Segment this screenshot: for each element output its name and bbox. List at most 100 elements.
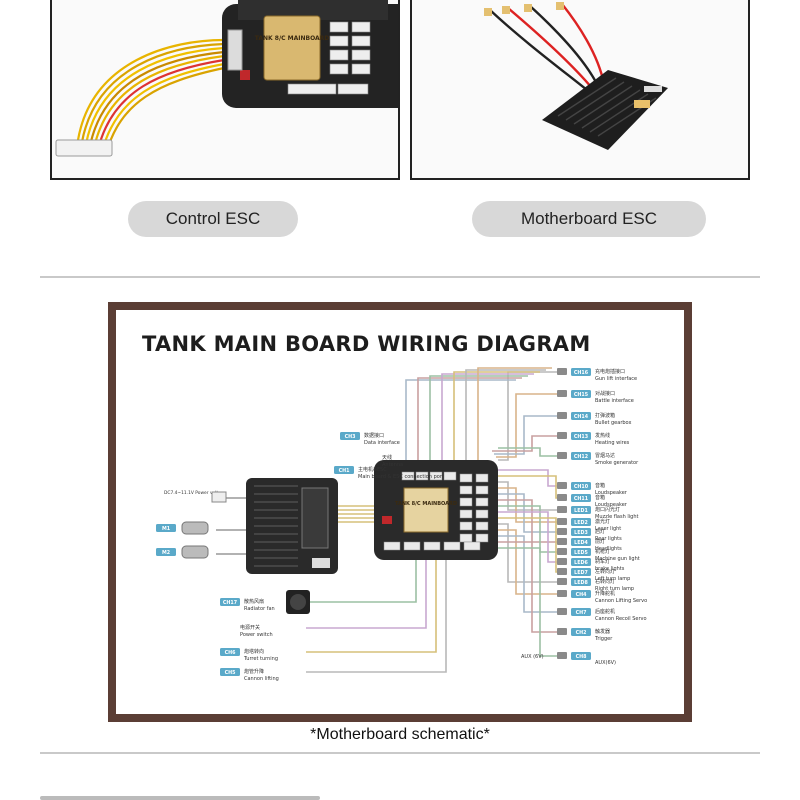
left-label-5-cn: 炮塔转向 xyxy=(244,648,264,655)
right-label-13-cn: 左转向灯 xyxy=(595,568,615,575)
section-divider-bottom xyxy=(40,752,760,754)
right-label-10-code: LED4 xyxy=(574,540,588,546)
right-label-0-en: Gun lift interface xyxy=(595,376,637,382)
right-label-3-en: Heating wires xyxy=(595,440,630,446)
right-label-3-code: CH13 xyxy=(574,434,588,440)
right-label-14-en: Right turn lamp xyxy=(595,586,634,592)
aux-prefix: AUX (6V) xyxy=(521,654,544,660)
right-label-0-cn: 充电炮插接口 xyxy=(595,368,625,375)
right-label-13-en: Left turn lamp xyxy=(595,576,630,582)
top-label-1-en: Antenna xyxy=(382,462,403,468)
radiator-fan xyxy=(286,590,310,614)
right-label-5-en: Loudspeaker xyxy=(595,490,628,496)
wiring-diagram-drawing: TANK 8/C MAINBOARD DC7.4~11.1V Power vol… xyxy=(156,367,647,682)
right-label-15-cn: 升降舵机 xyxy=(595,590,615,597)
right-label-12-code: LED6 xyxy=(574,560,588,566)
right-label-15-en: Cannon Lifting Servo xyxy=(595,598,647,604)
right-label-10-cn: 前灯 xyxy=(595,538,605,545)
right-label-11-en: Machine gun light xyxy=(595,556,640,562)
power-voltage-label: DC7.4~11.1V Power voltage xyxy=(164,490,227,503)
left-label-4-cn: 电源开关 xyxy=(240,624,260,631)
right-label-17-cn: 触发器 xyxy=(595,628,610,635)
left-label-3-en: Radiator fan xyxy=(244,606,275,612)
right-label-18-en: AUX(6V) xyxy=(595,660,616,666)
right-label-15-code: CH4 xyxy=(576,592,588,598)
motor-label-2-code: M2 xyxy=(162,550,170,556)
right-label-16-code: CH7 xyxy=(576,610,587,616)
power-voltage-text: DC7.4~11.1V Power voltage xyxy=(164,490,227,496)
right-label-4-cn: 冒烟马达 xyxy=(595,452,615,459)
right-label-8-code: LED2 xyxy=(574,520,588,526)
left-label-3-cn: 散热风扇 xyxy=(244,598,264,605)
motherboard-esc-photo xyxy=(410,0,750,180)
right-label-5-code: CH10 xyxy=(574,484,589,490)
right-label-6-en: Loudspeaker xyxy=(595,502,628,508)
right-label-14-code: LED8 xyxy=(574,580,588,586)
top-label-0-code: CH3 xyxy=(345,434,356,440)
diagram-title: TANK MAIN BOARD WIRING DIAGRAM xyxy=(142,332,591,356)
control-esc-illustration: TANK 8/C MAINBOARD xyxy=(55,0,398,157)
top-label-2-code: CH1 xyxy=(339,468,350,474)
top-label-1-cn: 天线 xyxy=(382,454,392,461)
motor-label-2: M2 xyxy=(156,548,176,556)
right-label-1-cn: 对战接口 xyxy=(595,390,615,397)
right-label-8-en: Laser light xyxy=(595,526,621,532)
mainboard-sticker: TANK 8/C MAINBOARD xyxy=(255,35,330,42)
esc-module xyxy=(246,478,338,574)
right-label-12-cn: 刹车灯 xyxy=(595,558,610,565)
right-label-13-code: LED7 xyxy=(574,570,588,576)
left-label-5-en: Turret turning xyxy=(243,656,278,662)
right-label-11-code: LED5 xyxy=(574,550,588,556)
next-section-tab xyxy=(40,796,320,800)
right-label-2-en: Bullet gearbox xyxy=(595,420,631,426)
right-label-8-cn: 激光灯 xyxy=(595,518,610,525)
right-label-12-en: brake lights xyxy=(595,566,625,572)
right-label-5-cn: 音箱 xyxy=(595,482,605,489)
left-label-4-en: Power switch xyxy=(240,632,273,638)
right-label-11-cn: 机枪灯 xyxy=(595,548,610,555)
wiring-diagram-frame: TANK 8/C MAINBOARD DC7.4~11.1V Power vol… xyxy=(108,302,692,722)
control-esc-photo: TANK 8/C MAINBOARD xyxy=(50,0,400,180)
motor-label-1-code: M1 xyxy=(162,526,170,532)
right-label-3-cn: 发热线 xyxy=(595,432,610,439)
right-label-9-code: LED3 xyxy=(574,530,588,536)
right-label-7-code: LED1 xyxy=(574,508,588,514)
top-label-2-cn: 主电机&ESC xyxy=(358,466,387,473)
right-label-2-cn: 打弹波箱 xyxy=(595,412,615,419)
right-label-7-en: Muzzle flash light xyxy=(595,514,638,520)
main-board: TANK 8/C MAINBOARD xyxy=(374,460,498,560)
right-label-6-cn: 音箱 xyxy=(595,494,605,501)
main-board-label: TANK 8/C MAINBOARD xyxy=(395,501,457,507)
right-label-9-en: Rear lights xyxy=(595,536,622,542)
right-label-4-code: CH12 xyxy=(574,454,588,460)
motherboard-esc-label: Motherboard ESC xyxy=(472,201,706,237)
left-label-6-en: Cannon lifting xyxy=(244,676,279,682)
motherboard-esc-illustration xyxy=(484,2,668,150)
right-label-0-code: CH16 xyxy=(574,370,589,376)
right-label-1-code: CH15 xyxy=(574,392,588,398)
right-label-16-en: Cannon Recoil Servo xyxy=(595,616,647,622)
right-label-9-cn: 后灯 xyxy=(595,528,605,535)
diagram-caption: *Motherboard schematic* xyxy=(310,726,490,743)
